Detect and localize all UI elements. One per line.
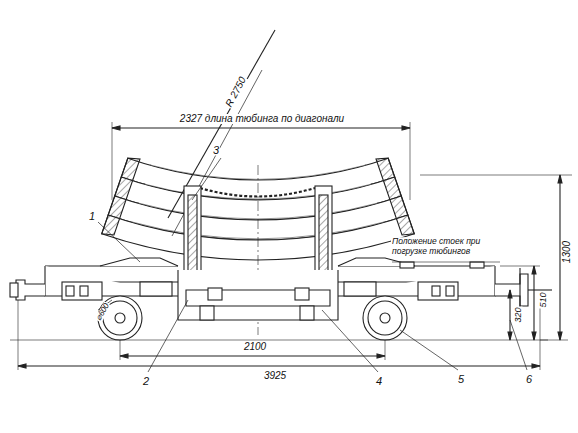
height-dimension: 510 bbox=[539, 291, 548, 308]
dimension: 2100 bbox=[243, 342, 267, 352]
callout-number: 6 bbox=[525, 374, 533, 385]
dimension: 3925 bbox=[263, 371, 287, 381]
callout-number: 2 bbox=[142, 376, 150, 387]
coupler bbox=[10, 268, 552, 312]
chain bbox=[200, 188, 315, 197]
leader-line bbox=[98, 158, 527, 372]
diameter-dimension: ⌀600 bbox=[94, 301, 111, 323]
callout-number: 4 bbox=[375, 376, 383, 387]
callout-number: 1 bbox=[88, 211, 96, 222]
height-dimension: 1300 bbox=[562, 240, 572, 264]
callout-number: 5 bbox=[457, 374, 465, 385]
height-dimension: 320 bbox=[514, 306, 523, 323]
radius-dimension: R 2750 bbox=[224, 75, 249, 110]
dimension-line bbox=[112, 127, 410, 128]
note: Положение стоек при погрузке тюбингов bbox=[391, 237, 501, 257]
length-dimension: 2327 длина тюбинга по диагонали bbox=[179, 114, 345, 124]
wheel bbox=[98, 296, 407, 340]
callout-number: 3 bbox=[212, 145, 220, 156]
